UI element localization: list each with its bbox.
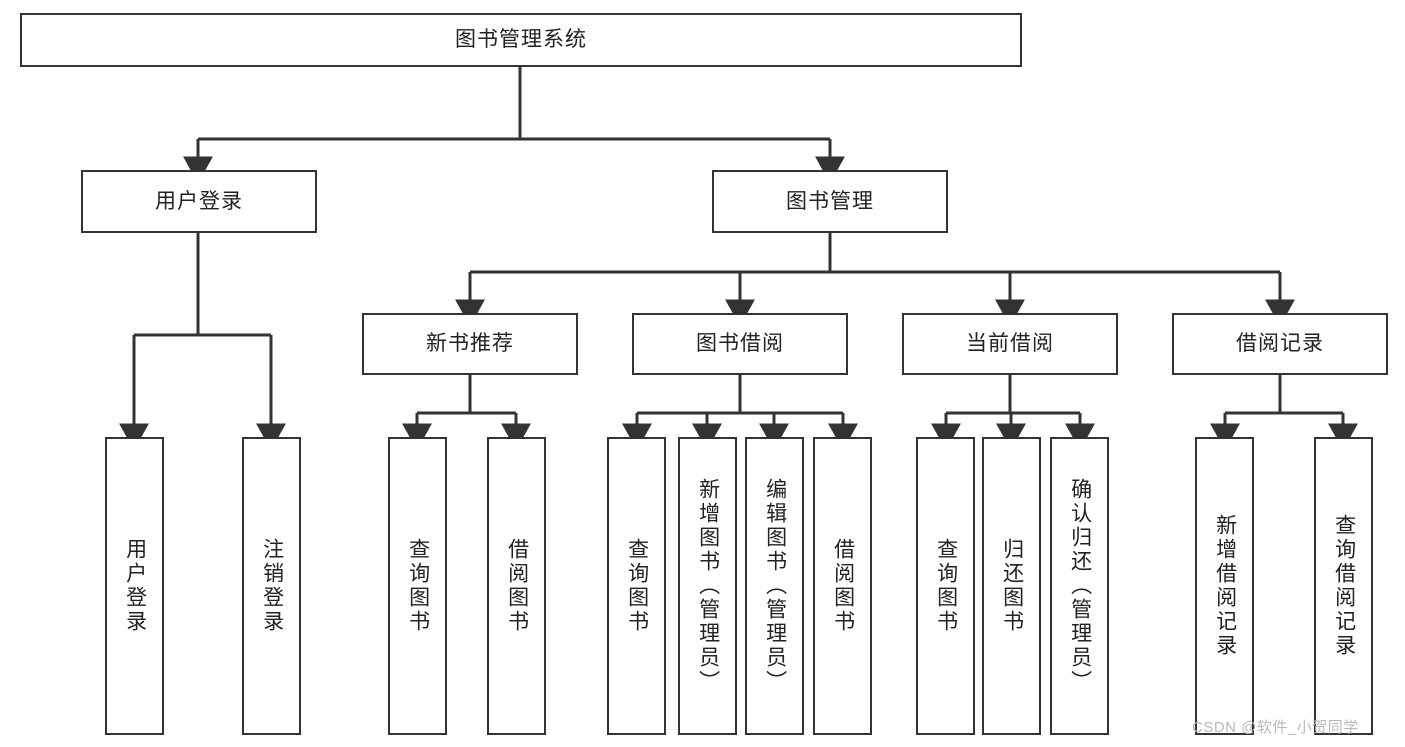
leaf-current-borrow-1[interactable]: 查询图书 (916, 437, 975, 735)
node-book-borrow-label: 图书借阅 (696, 332, 784, 356)
leaf-current-borrow-1-label: 查询图书 (934, 538, 958, 634)
leaf-current-borrow-3-label: 确认归还（管理员） (1068, 478, 1092, 694)
leaf-current-borrow-2-label: 归还图书 (1000, 538, 1024, 634)
node-user-login-label: 用户登录 (155, 189, 243, 213)
leaf-current-borrow-2[interactable]: 归还图书 (982, 437, 1041, 735)
node-root[interactable]: 图书管理系统 (20, 13, 1022, 67)
leaf-borrow-record-1[interactable]: 新增借阅记录 (1195, 437, 1254, 735)
leaf-new-book-1[interactable]: 查询图书 (388, 437, 447, 735)
leaf-book-borrow-4[interactable]: 借阅图书 (813, 437, 872, 735)
csdn-watermark: CSDN @软件_小贺同学 (1192, 719, 1359, 736)
leaf-book-borrow-2-label: 新增图书（管理员） (696, 478, 720, 694)
node-current-borrow-label: 当前借阅 (966, 332, 1054, 356)
node-book-management[interactable]: 图书管理 (712, 170, 948, 233)
node-new-book-recommend[interactable]: 新书推荐 (362, 313, 578, 375)
leaf-book-borrow-1[interactable]: 查询图书 (607, 437, 666, 735)
leaf-book-borrow-3-label: 编辑图书（管理员） (763, 478, 787, 694)
leaf-current-borrow-3[interactable]: 确认归还（管理员） (1050, 437, 1109, 735)
node-new-book-recommend-label: 新书推荐 (426, 332, 514, 356)
node-root-label: 图书管理系统 (455, 28, 587, 52)
leaf-new-book-2[interactable]: 借阅图书 (487, 437, 546, 735)
leaf-user-login-2[interactable]: 注销登录 (242, 437, 301, 735)
leaf-book-borrow-1-label: 查询图书 (625, 538, 649, 634)
leaf-book-borrow-2[interactable]: 新增图书（管理员） (678, 437, 737, 735)
leaf-user-login-1[interactable]: 用户登录 (105, 437, 164, 735)
leaf-borrow-record-1-label: 新增借阅记录 (1213, 514, 1237, 658)
node-current-borrow[interactable]: 当前借阅 (902, 313, 1118, 375)
leaf-user-login-2-label: 注销登录 (260, 538, 284, 634)
leaf-user-login-1-label: 用户登录 (123, 538, 147, 634)
leaf-borrow-record-2[interactable]: 查询借阅记录 (1314, 437, 1373, 735)
node-borrow-record[interactable]: 借阅记录 (1172, 313, 1388, 375)
node-book-borrow[interactable]: 图书借阅 (632, 313, 848, 375)
leaf-new-book-2-label: 借阅图书 (505, 538, 529, 634)
leaf-borrow-record-2-label: 查询借阅记录 (1332, 514, 1356, 658)
leaf-book-borrow-4-label: 借阅图书 (831, 538, 855, 634)
leaf-book-borrow-3[interactable]: 编辑图书（管理员） (745, 437, 804, 735)
node-book-management-label: 图书管理 (786, 189, 874, 213)
node-user-login[interactable]: 用户登录 (81, 170, 317, 233)
leaf-new-book-1-label: 查询图书 (406, 538, 430, 634)
node-borrow-record-label: 借阅记录 (1236, 332, 1324, 356)
